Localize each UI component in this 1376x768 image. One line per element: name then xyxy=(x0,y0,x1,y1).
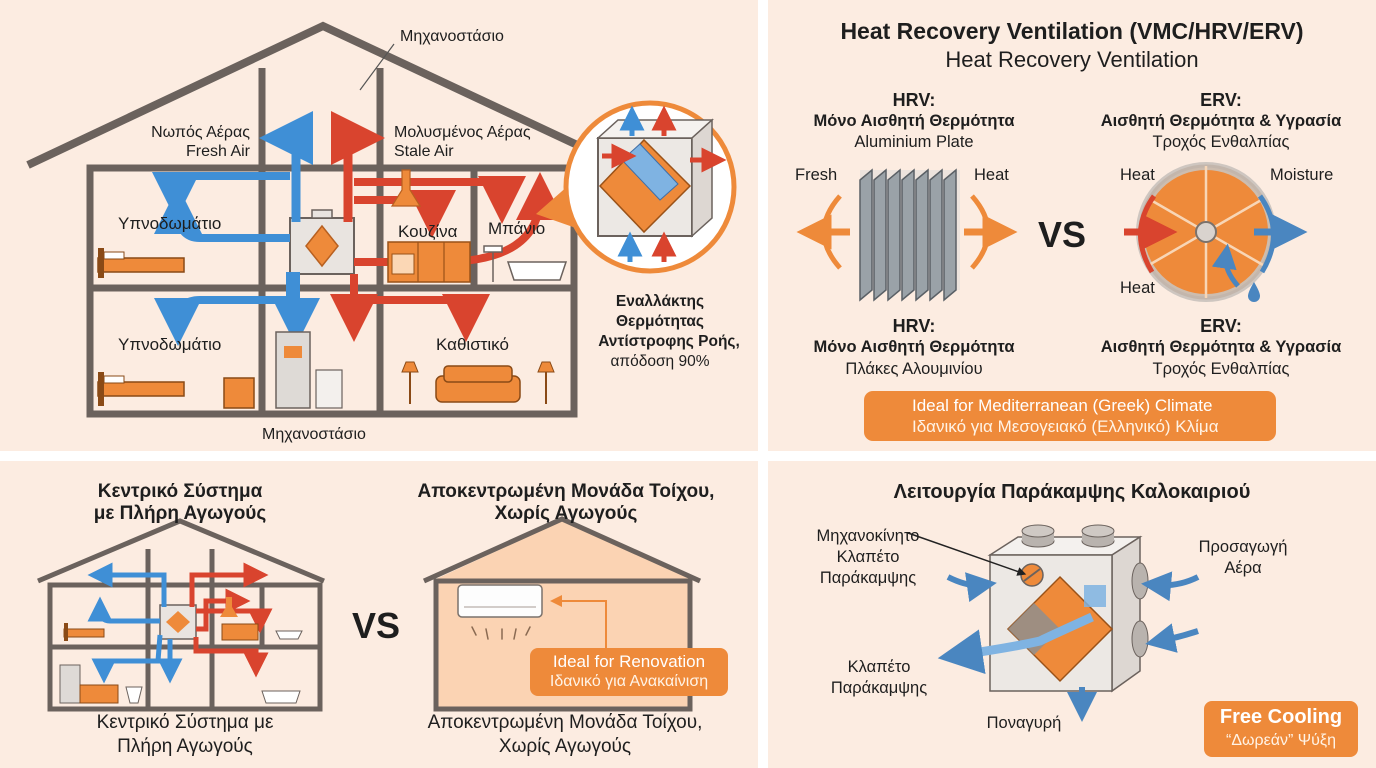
bathtub-icon xyxy=(483,245,568,282)
decentral-caption-1: Αποκεντρωμένη Μονάδα Τοίχου, xyxy=(427,712,703,733)
hrv-subtext: Aluminium Plate xyxy=(854,133,974,151)
hrv-description: Μόνο Αισθητή Θερμότητα xyxy=(813,112,1015,130)
central-hrv-unit xyxy=(159,604,197,640)
climate-badge-en: Ideal for Mediterranean (Greek) Climate xyxy=(912,396,1213,415)
erv-subtext: Τροχός Ενθαλπίας xyxy=(1152,133,1290,151)
stale-air-label-en: Stale Air xyxy=(394,143,454,160)
panel-subtitle: Heat Recovery Ventilation xyxy=(945,47,1199,72)
room-label-bathroom: Μπάνιο xyxy=(488,219,546,238)
supply-air-2: Αέρα xyxy=(1224,559,1262,577)
decentral-title-2: Χωρίς Αγωγούς xyxy=(494,503,638,524)
house-illustration xyxy=(26,21,737,418)
renovation-badge: Ideal for Renovation Ιδανικό για Ανακαίν… xyxy=(530,648,728,696)
bed-icon-bottom xyxy=(97,372,185,406)
motor-damper-2: Κλαπέτο xyxy=(836,548,900,566)
aluminium-plate-icon xyxy=(859,168,960,302)
climate-badge: Ideal for Mediterranean (Greek) Climate … xyxy=(864,391,1276,441)
hrv-erv-panel: Heat Recovery Ventilation (VMC/HRV/ERV) … xyxy=(768,0,1376,451)
central-vs-decentral-panel: Κεντρικό Σύστημα με Πλήρη Αγωγούς Αποκεν… xyxy=(0,461,758,768)
basement-label: Μηχανοστάσιο xyxy=(262,426,366,443)
room-label-bedroom-bottom: Υπνοδωμάτιο xyxy=(118,335,222,354)
water-drop-icon xyxy=(1248,282,1260,302)
exchanger-caption-4: απόδοση 90% xyxy=(610,353,710,370)
heat-label-wheel-bottom: Heat xyxy=(1120,279,1155,297)
exhaust-label: Ποναγυρή xyxy=(986,714,1062,732)
fresh-label: Fresh xyxy=(795,166,838,184)
erv-description: Αισθητή Θερμότητα & Υγρασία xyxy=(1100,112,1342,130)
decentral-caption-2: Χωρίς Αγωγούς xyxy=(498,736,632,757)
central-title-2: με Πλήρη Αγωγούς xyxy=(93,503,267,524)
kitchen-icon xyxy=(387,241,471,283)
bed-icon-top xyxy=(97,248,185,278)
renovation-badge-gr: Ιδανικό για Ανακαίνιση xyxy=(549,673,709,690)
renovation-badge-en: Ideal for Renovation xyxy=(552,652,706,671)
exchanger-caption-2: Θερμότητας xyxy=(616,313,704,330)
bypass-illustration xyxy=(907,524,1200,722)
hrv-description-2: Μόνο Αισθητή Θερμότητα xyxy=(813,338,1015,356)
motor-damper-3: Παράκαμψης xyxy=(819,569,917,587)
mini-furniture xyxy=(59,597,303,704)
dresser-icon xyxy=(223,377,255,409)
heat-exchanger-zoom xyxy=(563,100,737,274)
vs-label-compare: VS xyxy=(352,605,401,646)
motor-damper-1: Μηχανοκίνητο xyxy=(816,527,920,545)
erv-description-2: Αισθητή Θερμότητα & Υγρασία xyxy=(1100,338,1342,356)
central-caption-2: Πλήρη Αγωγούς xyxy=(117,736,253,757)
heat-label-wheel-top: Heat xyxy=(1120,166,1155,184)
bypass-damper-1: Κλαπέτο xyxy=(847,658,911,676)
central-title-1: Κεντρικό Σύστημα xyxy=(97,481,263,502)
hrv-unit xyxy=(289,209,355,275)
moisture-label: Moisture xyxy=(1270,166,1334,184)
vs-label: VS xyxy=(1038,214,1087,255)
hrv-subtext-2: Πλάκες Αλουμινίου xyxy=(845,360,983,378)
summer-bypass-panel: Λειτουργία Παράκαμψης Καλοκαιριού Μηχανο… xyxy=(768,461,1376,768)
erv-subtext-2: Τροχός Ενθαλπίας xyxy=(1152,360,1290,378)
house-diagram-panel: Μηχανοστάσιο Νωπός Αέρας Fresh Air Μολυσ… xyxy=(0,0,758,451)
room-label-bedroom-top: Υπνοδωμάτιο xyxy=(118,214,222,233)
supply-air-1: Προσαγωγή xyxy=(1198,538,1288,556)
sofa-icon xyxy=(401,361,555,404)
stale-air-label-gr: Μολυσμένος Αέρας xyxy=(394,124,531,141)
hrv-box-icon xyxy=(987,524,1149,693)
free-cooling-en: Free Cooling xyxy=(1219,706,1343,728)
climate-badge-gr: Ιδανικό για Μεσογειακό (Ελληνικό) Κλίμα xyxy=(912,417,1219,436)
exchanger-caption-1: Εναλλάκτης xyxy=(615,293,705,310)
decentral-title-1: Αποκεντρωμένη Μονάδα Τοίχου, xyxy=(417,481,715,502)
free-cooling-gr: “Δωρεάν” Ψύξη xyxy=(1226,732,1336,749)
exchanger-caption-3: Αντίστροφης Ροής, xyxy=(598,333,740,350)
room-label-living: Καθιστικό xyxy=(436,335,509,354)
erv-heading-2: ERV: xyxy=(1200,316,1242,336)
room-label-kitchen: Κουζίνα xyxy=(398,222,458,241)
bypass-title: Λειτουργία Παράκαμψης Καλοκαιριού xyxy=(893,481,1251,503)
hrv-heading-2: HRV: xyxy=(892,316,936,336)
bypass-damper-2: Παράκαμψης xyxy=(830,679,928,697)
free-cooling-badge: Free Cooling “Δωρεάν” Ψύξη xyxy=(1204,701,1358,757)
fresh-air-label-gr: Νωπός Αέρας xyxy=(151,124,250,141)
water-heater-icon xyxy=(275,331,343,409)
panel-title: Heat Recovery Ventilation (VMC/HRV/ERV) xyxy=(840,18,1304,44)
hrv-erv-illustration xyxy=(796,162,1308,428)
erv-heading: ERV: xyxy=(1200,90,1242,110)
hrv-heading: HRV: xyxy=(892,90,936,110)
roof xyxy=(26,21,622,169)
wall-unit-icon xyxy=(457,584,543,640)
attic-label: Μηχανοστάσιο xyxy=(400,28,504,45)
range-hood-icon xyxy=(390,169,422,207)
fresh-air-label-en: Fresh Air xyxy=(185,143,250,160)
heat-label-plate: Heat xyxy=(974,166,1009,184)
central-caption-1: Κεντρικό Σύστημα με xyxy=(96,712,274,733)
